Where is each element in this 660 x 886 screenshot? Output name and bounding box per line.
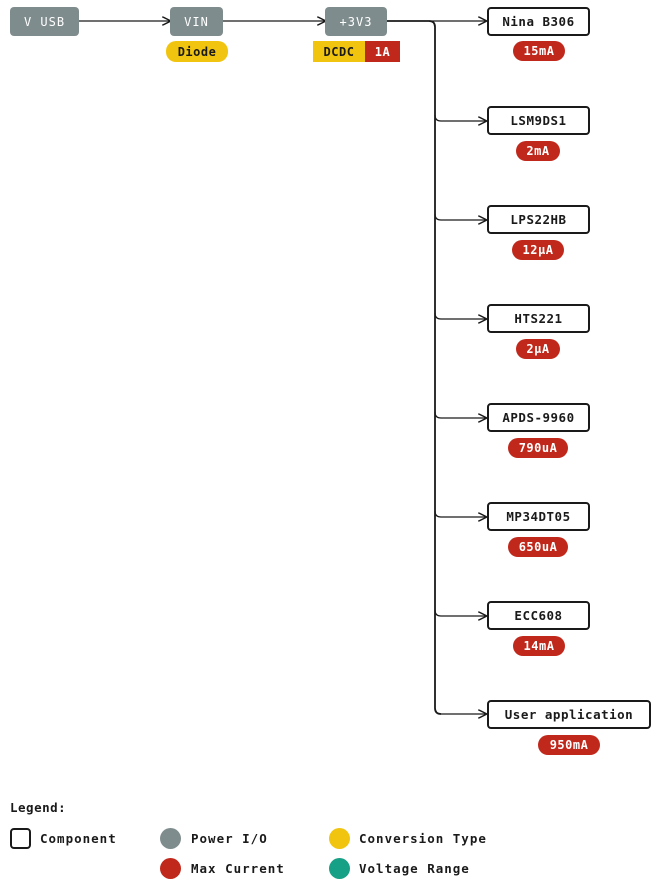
current-badge-apds-9960: 790uA: [508, 438, 568, 458]
conversion-badge-diode: Diode: [166, 41, 228, 62]
legend-label-max-current: Max Current: [191, 861, 285, 876]
wire-to-mp34dt05: [434, 510, 486, 517]
power-node-vusb: V USB: [10, 7, 79, 36]
wire-to-apds-9960: [434, 411, 486, 418]
component-lps22hb: LPS22HB: [487, 205, 590, 234]
component-ecc608: ECC608: [487, 601, 590, 630]
conversion-badge-dcdc: DCDC: [313, 41, 365, 62]
legend-title: Legend:: [10, 800, 67, 815]
legend-label-component: Component: [40, 831, 117, 846]
component-lsm9ds1: LSM9DS1: [487, 106, 590, 135]
legend-label-voltage-range: Voltage Range: [359, 861, 470, 876]
legend-swatch-voltage-range: [329, 858, 350, 879]
power-node-3v3: +3V3: [325, 7, 387, 36]
current-badge-hts221: 2μA: [516, 339, 560, 359]
legend-swatch-power-io: [160, 828, 181, 849]
current-badge-lsm9ds1: 2mA: [516, 141, 560, 161]
component-nina-b306: Nina B306: [487, 7, 590, 36]
max-current-badge-3v3: 1A: [365, 41, 400, 62]
wire-3v3-bus: [387, 20, 442, 715]
current-badge-nina-b306: 15mA: [513, 41, 565, 61]
current-badge-user-application: 950mA: [538, 735, 600, 755]
wire-to-hts221: [434, 312, 486, 319]
legend-swatch-conversion-type: [329, 828, 350, 849]
legend-swatch-component: [10, 828, 31, 849]
legend-swatch-max-current: [160, 858, 181, 879]
current-badge-mp34dt05: 650uA: [508, 537, 568, 557]
legend-label-power-io: Power I/O: [191, 831, 268, 846]
power-node-vin: VIN: [170, 7, 223, 36]
component-apds-9960: APDS-9960: [487, 403, 590, 432]
wire-to-lsm9ds1: [434, 114, 486, 121]
current-badge-ecc608: 14mA: [513, 636, 565, 656]
component-mp34dt05: MP34DT05: [487, 502, 590, 531]
component-user-application: User application: [487, 700, 651, 729]
wire-to-ecc608: [434, 609, 486, 616]
wire-to-lps22hb: [434, 213, 486, 220]
component-hts221: HTS221: [487, 304, 590, 333]
current-badge-lps22hb: 12μA: [512, 240, 564, 260]
legend-label-conversion-type: Conversion Type: [359, 831, 487, 846]
